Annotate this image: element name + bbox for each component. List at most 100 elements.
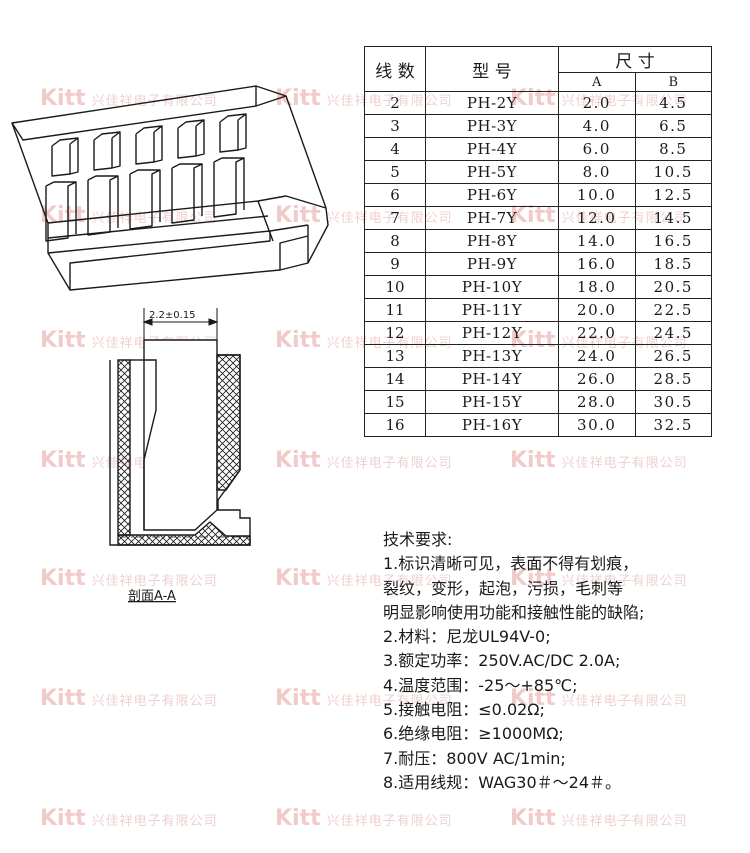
watermark-logo: Kitt — [510, 448, 556, 473]
cell-model: PH-3Y — [425, 114, 559, 138]
cell-lines: 13 — [364, 344, 426, 368]
cell-b: 26.5 — [634, 344, 712, 368]
dimension-label: 2.2±0.15 — [149, 310, 196, 321]
cell-lines: 6 — [364, 183, 426, 207]
cell-model: PH-6Y — [425, 183, 559, 207]
watermark: Kitt 兴佳祥电子有限公司 — [275, 808, 453, 830]
requirement-line: 2.材料：尼龙UL94V-0; — [383, 627, 551, 647]
cell-a: 26.0 — [558, 367, 636, 391]
cell-lines: 15 — [364, 390, 426, 414]
watermark-logo: Kitt — [40, 328, 86, 353]
connector-isometric-drawing — [11, 85, 329, 291]
cell-model: PH-9Y — [425, 252, 559, 276]
requirement-line: 1.标识清晰可见，表面不得有划痕， — [383, 554, 639, 574]
header-b: B — [634, 72, 712, 92]
requirement-line: 5.接触电阻：≤0.02Ω; — [383, 700, 545, 720]
cell-b: 10.5 — [634, 160, 712, 184]
watermark-company: 兴佳祥电子有限公司 — [326, 455, 453, 471]
watermark-company: 兴佳祥电子有限公司 — [91, 813, 218, 829]
cell-b: 6.5 — [634, 114, 712, 138]
cell-a: 12.0 — [558, 206, 636, 230]
watermark-logo: Kitt — [40, 566, 86, 591]
cell-a: 10.0 — [558, 183, 636, 207]
cell-a: 28.0 — [558, 390, 636, 414]
watermark: Kitt 兴佳祥电子有限公司 — [275, 450, 453, 472]
cell-b: 4.5 — [634, 91, 712, 115]
watermark-logo: Kitt — [275, 806, 321, 831]
watermark-company: 兴佳祥电子有限公司 — [561, 813, 688, 829]
cell-b: 22.5 — [634, 298, 712, 322]
watermark: Kitt 兴佳祥电子有限公司 — [40, 808, 218, 830]
watermark-company: 兴佳祥电子有限公司 — [326, 813, 453, 829]
requirement-line: 6.绝缘电阻：≥1000MΩ; — [383, 724, 564, 744]
cell-b: 24.5 — [634, 321, 712, 345]
cell-model: PH-7Y — [425, 206, 559, 230]
cell-model: PH-15Y — [425, 390, 559, 414]
cell-model: PH-13Y — [425, 344, 559, 368]
cell-a: 30.0 — [558, 413, 636, 437]
watermark-logo: Kitt — [275, 566, 321, 591]
cell-b: 14.5 — [634, 206, 712, 230]
cell-lines: 11 — [364, 298, 426, 322]
cell-lines: 16 — [364, 413, 426, 437]
cell-b: 20.5 — [634, 275, 712, 299]
cell-a: 22.0 — [558, 321, 636, 345]
cell-model: PH-10Y — [425, 275, 559, 299]
header-dimension: 尺 寸 — [558, 46, 712, 73]
cell-lines: 5 — [364, 160, 426, 184]
watermark: Kitt 兴佳祥电子有限公司 — [510, 808, 688, 830]
cell-a: 24.0 — [558, 344, 636, 368]
watermark-company: 兴佳祥电子有限公司 — [91, 693, 218, 709]
requirement-line: 8.适用线规：WAG30＃～24＃。 — [383, 772, 621, 792]
cell-lines: 2 — [364, 91, 426, 115]
cell-model: PH-12Y — [425, 321, 559, 345]
cell-a: 2.0 — [558, 91, 636, 115]
header-model: 型 号 — [425, 46, 559, 92]
cell-model: PH-4Y — [425, 137, 559, 161]
technical-requirements: 技术要求: 1.标识清晰可见，表面不得有划痕，裂纹，变形，起泡，污损，毛刺等明显… — [383, 528, 743, 795]
cell-model: PH-14Y — [425, 367, 559, 391]
cell-model: PH-16Y — [425, 413, 559, 437]
cell-lines: 12 — [364, 321, 426, 345]
watermark-logo: Kitt — [40, 686, 86, 711]
cell-a: 20.0 — [558, 298, 636, 322]
watermark-logo: Kitt — [275, 448, 321, 473]
requirement-line: 7.耐压：800V AC/1min; — [383, 748, 566, 768]
watermark-logo: Kitt — [510, 806, 556, 831]
requirement-line: 3.额定功率：250V.AC/DC 2.0A; — [383, 651, 621, 671]
cell-lines: 7 — [364, 206, 426, 230]
watermark-logo: Kitt — [275, 686, 321, 711]
requirement-line: 裂纹，变形，起泡，污损，毛刺等 — [383, 578, 624, 598]
cell-a: 8.0 — [558, 160, 636, 184]
section-label: 剖面A-A — [128, 589, 176, 604]
cell-b: 8.5 — [634, 137, 712, 161]
cell-model: PH-2Y — [425, 91, 559, 115]
header-lines: 线 数 — [364, 46, 426, 92]
requirements-title: 技术要求: — [383, 530, 453, 549]
cell-model: PH-5Y — [425, 160, 559, 184]
cell-b: 28.5 — [634, 367, 712, 391]
cell-b: 30.5 — [634, 390, 712, 414]
cell-b: 32.5 — [634, 413, 712, 437]
cell-a: 14.0 — [558, 229, 636, 253]
cell-a: 6.0 — [558, 137, 636, 161]
requirement-line: 4.温度范围：-25～+85℃; — [383, 675, 578, 695]
section-aa-drawing: 2.2±0.15 剖面A-A — [109, 308, 251, 604]
cell-model: PH-8Y — [425, 229, 559, 253]
cell-a: 18.0 — [558, 275, 636, 299]
watermark-logo: Kitt — [40, 806, 86, 831]
cell-b: 16.5 — [634, 229, 712, 253]
